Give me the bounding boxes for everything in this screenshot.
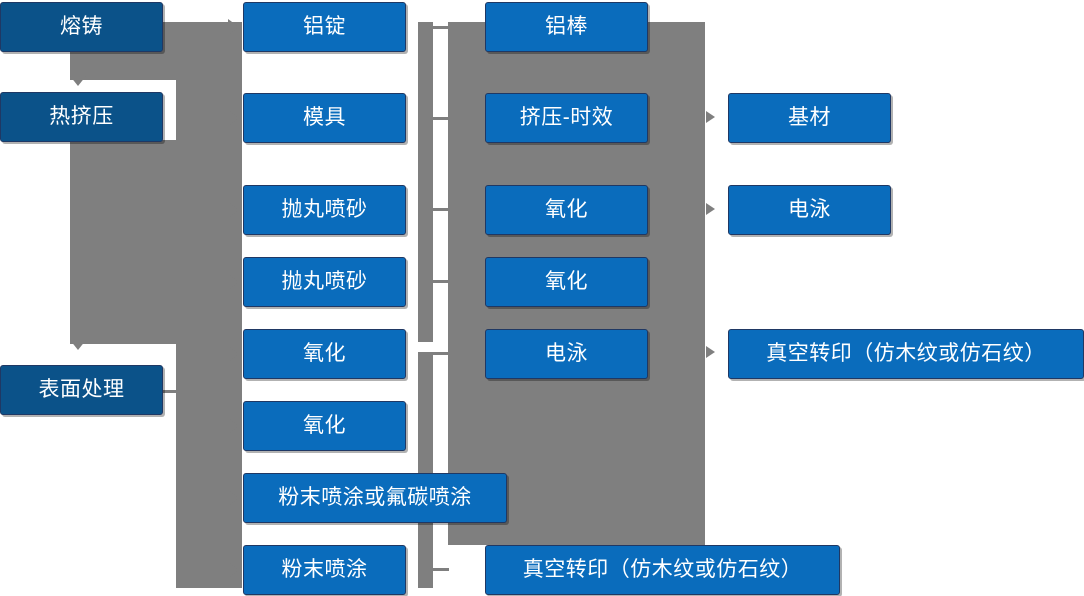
detail-box-7-label: 粉末喷涂或氟碳喷涂	[278, 486, 472, 510]
mid-bracket-bar-upper	[418, 22, 433, 342]
detail-box-8[interactable]: 粉末喷涂	[243, 545, 406, 595]
output-box-1-label: 基材	[788, 106, 831, 130]
detail-box-6-label: 氧化	[303, 414, 346, 438]
output-arrow-3	[706, 346, 715, 358]
process-box-4[interactable]: 氧化	[485, 257, 648, 307]
process-box-6-label: 真空转印（仿木纹或仿石纹）	[522, 558, 803, 582]
fanout-arrow-3	[228, 202, 239, 218]
fanout-arrow-8	[228, 562, 239, 578]
detail-box-4-label: 抛丸喷砂	[281, 270, 368, 294]
stage-box-melting[interactable]: 熔铸	[0, 2, 163, 52]
process-box-5-label: 电泳	[545, 342, 588, 366]
output-box-3[interactable]: 真空转印（仿木纹或仿石纹）	[728, 329, 1084, 379]
detail-box-4[interactable]: 抛丸喷砂	[243, 257, 406, 307]
detail-box-7[interactable]: 粉末喷涂或氟碳喷涂	[243, 473, 507, 523]
stage-flow-arrow-2	[70, 340, 86, 350]
stage-box-surface-treatment-label: 表面处理	[38, 378, 125, 402]
output-box-3-label: 真空转印（仿木纹或仿石纹）	[766, 342, 1046, 366]
detail-box-1-label: 铝锭	[303, 15, 346, 39]
stage-box-surface-treatment[interactable]: 表面处理	[0, 365, 163, 415]
fanout-arrow-6	[228, 418, 239, 434]
mid-bracket-stub-3	[433, 208, 449, 211]
fanout-arrow-4	[228, 274, 239, 290]
detail-box-3-label: 抛丸喷砂	[281, 198, 368, 222]
stage-box-hot-extrusion[interactable]: 热挤压	[0, 92, 163, 142]
process-box-3[interactable]: 氧化	[485, 185, 648, 235]
detail-box-3[interactable]: 抛丸喷砂	[243, 185, 406, 235]
detail-box-2[interactable]: 模具	[243, 93, 406, 143]
mid-bracket-stub-1	[433, 26, 449, 29]
fanout-arrow-7	[228, 490, 239, 506]
process-box-2[interactable]: 挤压-时效	[485, 93, 648, 143]
process-box-4-label: 氧化	[545, 270, 588, 294]
detail-box-8-label: 粉末喷涂	[281, 558, 368, 582]
output-arrow-2	[706, 203, 715, 215]
mid-bracket-bar-lower	[418, 352, 433, 588]
surface-treatment-stem	[163, 390, 183, 393]
stage-flow-arrow-1	[70, 76, 86, 86]
detail-box-2-label: 模具	[303, 106, 346, 130]
output-box-2[interactable]: 电泳	[728, 185, 891, 235]
process-box-6[interactable]: 真空转印（仿木纹或仿石纹）	[485, 545, 840, 595]
fanout-arrow-2	[228, 110, 239, 126]
detail-box-1[interactable]: 铝锭	[243, 2, 406, 52]
fanout-arrow-5	[228, 346, 239, 362]
detail-box-5-label: 氧化	[303, 342, 346, 366]
mid-bracket-stub-4	[433, 280, 449, 283]
detail-box-6[interactable]: 氧化	[243, 401, 406, 451]
mid-bracket-stub-5	[433, 352, 449, 355]
output-box-1[interactable]: 基材	[728, 93, 891, 143]
process-box-1[interactable]: 铝棒	[485, 2, 648, 52]
mid-bracket-stub-6	[433, 568, 449, 571]
stage-box-hot-extrusion-label: 热挤压	[49, 105, 114, 129]
process-box-5[interactable]: 电泳	[485, 329, 648, 379]
left-connector-bridge-mid	[70, 140, 180, 344]
output-arrow-1	[706, 111, 715, 123]
mid-bracket-stub-2	[433, 117, 449, 120]
process-box-2-label: 挤压-时效	[519, 106, 614, 130]
fanout-arrow-1	[228, 19, 239, 35]
process-box-1-label: 铝棒	[545, 15, 588, 39]
detail-box-5[interactable]: 氧化	[243, 329, 406, 379]
output-box-2-label: 电泳	[788, 198, 831, 222]
stage-box-melting-label: 熔铸	[60, 15, 103, 39]
process-box-3-label: 氧化	[545, 198, 588, 222]
